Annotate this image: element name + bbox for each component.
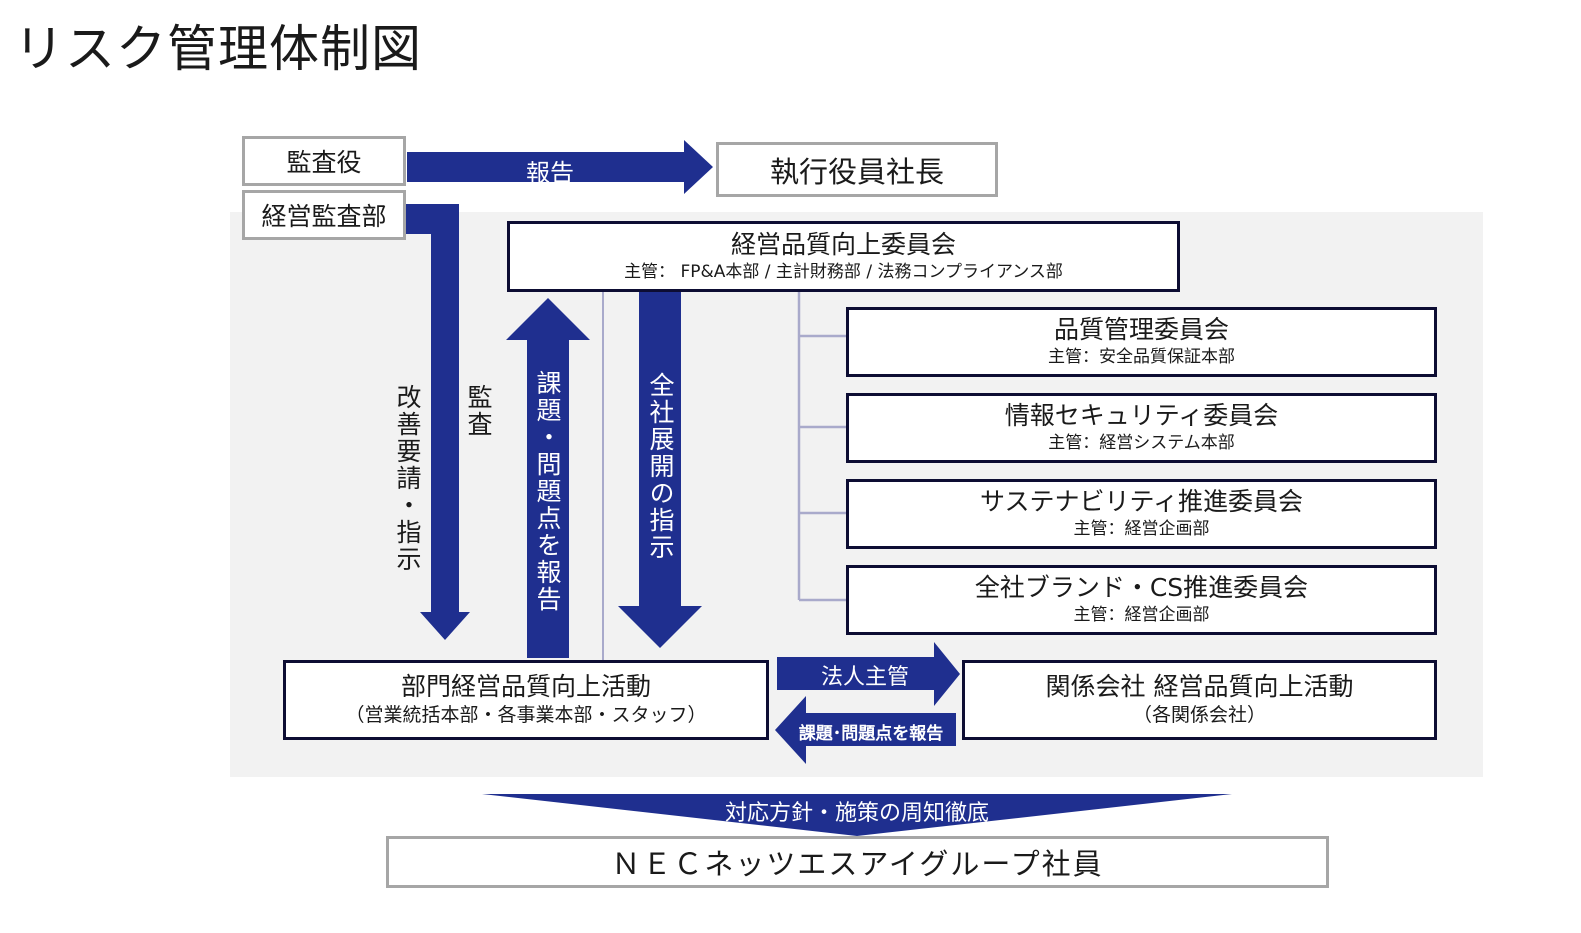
audit-dept-box: 経営監査部 <box>242 190 406 240</box>
subcommittee-title: 情報セキュリティ委員会 <box>1004 401 1279 431</box>
affiliate-activity-sub: （各関係会社） <box>1132 703 1266 726</box>
audit-label: 監査 <box>464 384 493 438</box>
employees-box: ＮＥＣネッツエスアイグループ社員 <box>386 836 1329 888</box>
dept-activity-box: 部門経営品質向上活動 （営業統括本部・各事業本部・スタッフ） <box>283 660 769 740</box>
auditor-label: 監査役 <box>286 148 362 177</box>
subcommittee-box: 品質管理委員会 主管：安全品質保証本部 <box>846 307 1437 377</box>
corp-supervision-arrow <box>777 642 960 706</box>
subcommittee-sub: 主管：経営システム本部 <box>1048 433 1235 454</box>
page-title: リスク管理体制図 <box>14 20 422 78</box>
report-label: 報告 <box>526 159 574 187</box>
policy-label: 対応方針・施策の周知徹底 <box>724 801 989 826</box>
affiliate-report-arrow <box>775 696 956 764</box>
audit-dept-label: 経営監査部 <box>261 202 387 231</box>
affiliate-activity-title: 関係会社 経営品質向上活動 <box>1045 672 1354 702</box>
affiliate-activity-box: 関係会社 経営品質向上活動 （各関係会社） <box>962 660 1437 740</box>
president-label: 執行役員社長 <box>769 154 944 189</box>
subcommittee-sub: 主管：経営企画部 <box>1073 519 1210 540</box>
subcommittee-box: サステナビリティ推進委員会 主管：経営企画部 <box>846 479 1437 549</box>
president-box: 執行役員社長 <box>716 142 998 197</box>
report-issues-arrow <box>506 298 590 658</box>
companywide-arrow <box>618 290 702 648</box>
subcommittee-box: 全社ブランド・CS推進委員会 主管：経営企画部 <box>846 565 1437 635</box>
policy-wedge <box>482 794 1232 836</box>
audit-arrow <box>405 204 470 640</box>
improve-instruct-label: 改善要請・指示 <box>393 384 422 573</box>
corp-supervision-label: 法人主管 <box>820 665 909 690</box>
subcommittee-title: 品質管理委員会 <box>1053 315 1229 345</box>
companywide-label: 全社展開の指示 <box>646 372 675 561</box>
employees-label: ＮＥＣネッツエスアイグループ社員 <box>611 847 1104 881</box>
committee-sub: 主管： FP&A本部 / 主計財務部 / 法務コンプライアンス部 <box>624 261 1063 282</box>
subcommittee-title: 全社ブランド・CS推進委員会 <box>974 573 1309 603</box>
committee-title: 経営品質向上委員会 <box>730 229 956 259</box>
subcommittee-sub: 主管：安全品質保証本部 <box>1048 347 1235 368</box>
subcommittee-sub: 主管：経営企画部 <box>1073 605 1210 626</box>
auditor-box: 監査役 <box>242 136 406 186</box>
subcommittee-title: サステナビリティ推進委員会 <box>979 487 1303 517</box>
affiliate-report-label: 課題･問題点を報告 <box>798 724 944 744</box>
report-issues-label: 課題・問題点を報告 <box>533 370 562 613</box>
dept-activity-title: 部門経営品質向上活動 <box>400 672 651 702</box>
report-arrow <box>407 140 713 194</box>
dept-activity-sub: （営業統括本部・各事業本部・スタッフ） <box>345 703 707 726</box>
committee-box: 経営品質向上委員会 主管： FP&A本部 / 主計財務部 / 法務コンプライアン… <box>507 221 1180 292</box>
subcommittee-box: 情報セキュリティ委員会 主管：経営システム本部 <box>846 393 1437 463</box>
